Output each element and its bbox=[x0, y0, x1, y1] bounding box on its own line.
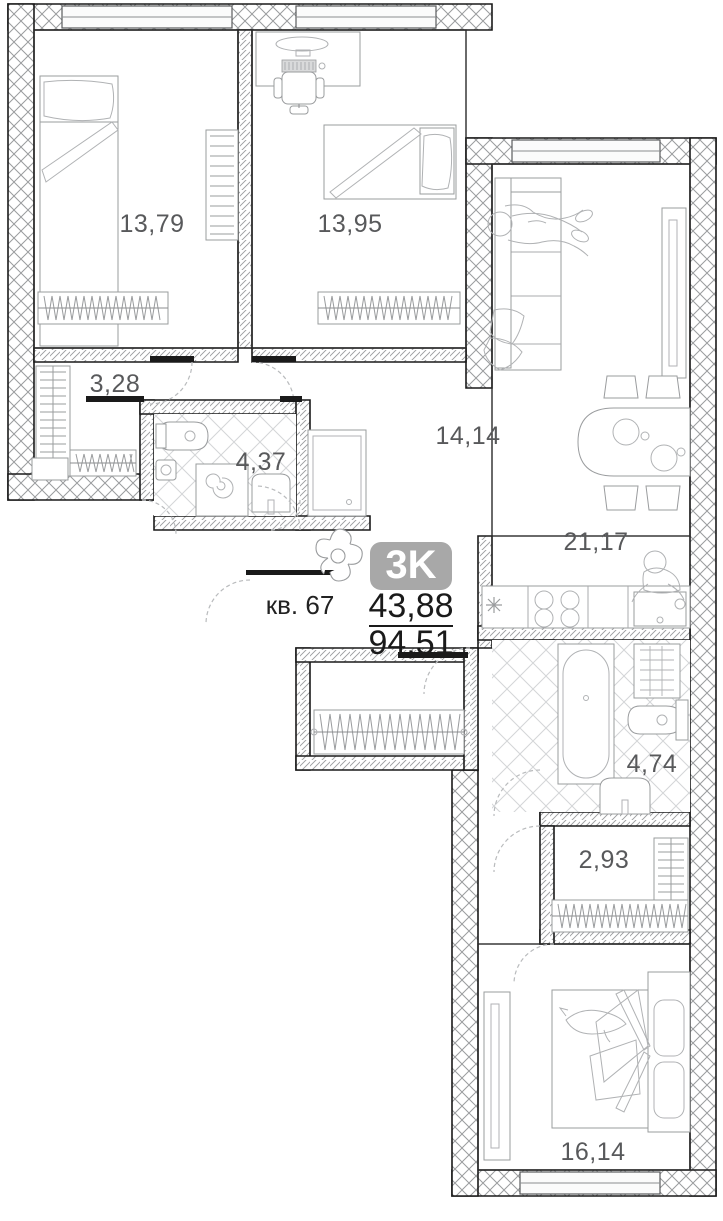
area-label-wardrobe: 3,28 bbox=[90, 370, 141, 398]
area-label-bedroom-bottom: 16,14 bbox=[560, 1138, 625, 1166]
toilet-second bbox=[627, 699, 689, 741]
area-label-bedroom-center: 13,95 bbox=[317, 210, 382, 238]
tv-wall bbox=[661, 207, 687, 379]
area-label-hallway: 14,14 bbox=[435, 422, 500, 450]
door-leaves bbox=[86, 356, 468, 658]
bed-bottom bbox=[551, 971, 691, 1133]
towel-rack bbox=[633, 643, 681, 699]
radiator-left-room bbox=[37, 291, 169, 325]
area-label-bedroom-left: 13,79 bbox=[119, 210, 184, 238]
hall-closet-rail-bottom bbox=[551, 899, 689, 933]
cushions bbox=[483, 308, 525, 371]
area-labels: 13,79 13,95 3,28 4,37 14,14 21,17 4,74 2… bbox=[90, 210, 678, 1166]
apartment-number-label: кв. 67 bbox=[266, 590, 335, 620]
radiator-center-bottom bbox=[317, 291, 461, 325]
tv-bottom bbox=[483, 991, 511, 1161]
plant-flower-icon bbox=[315, 528, 363, 582]
sink-second bbox=[599, 777, 651, 815]
area-label-bathroom-main: 4,37 bbox=[236, 448, 287, 476]
office-chair bbox=[273, 71, 325, 115]
stove bbox=[534, 590, 580, 628]
person-on-sofa bbox=[487, 204, 593, 257]
dining-table bbox=[577, 407, 691, 477]
bed-center bbox=[323, 124, 457, 200]
rooms-count-badge: 3K bbox=[370, 542, 452, 590]
cat bbox=[558, 1007, 627, 1043]
shower-cabin bbox=[307, 429, 367, 517]
living-area-value: 43,88 bbox=[368, 587, 453, 625]
dining-chairs bbox=[603, 375, 681, 511]
apartment-info-block: кв. 67 3K 43,88 94,51 bbox=[266, 542, 454, 662]
rooms-count-badge-text: 3K bbox=[385, 543, 436, 587]
total-area-value: 94,51 bbox=[368, 624, 453, 662]
area-label-closet-hall: 2,93 bbox=[579, 846, 630, 874]
sofa bbox=[494, 177, 562, 371]
sink-kitchen bbox=[633, 591, 687, 627]
bidet-main bbox=[251, 473, 291, 515]
windows bbox=[61, 5, 661, 1195]
area-label-bathroom-second: 4,74 bbox=[627, 750, 678, 778]
wardrobe-rail bbox=[31, 365, 137, 481]
person-cooking bbox=[631, 550, 686, 610]
area-label-kitchen-living: 21,17 bbox=[563, 528, 628, 556]
hob-marker-icon bbox=[486, 597, 502, 613]
washing-machine bbox=[195, 463, 249, 517]
hall-closet-rail bbox=[310, 709, 468, 755]
radiator-center-room bbox=[205, 129, 239, 241]
bathtub bbox=[557, 643, 615, 785]
sink-main bbox=[155, 459, 177, 481]
toilet-main bbox=[155, 421, 209, 451]
